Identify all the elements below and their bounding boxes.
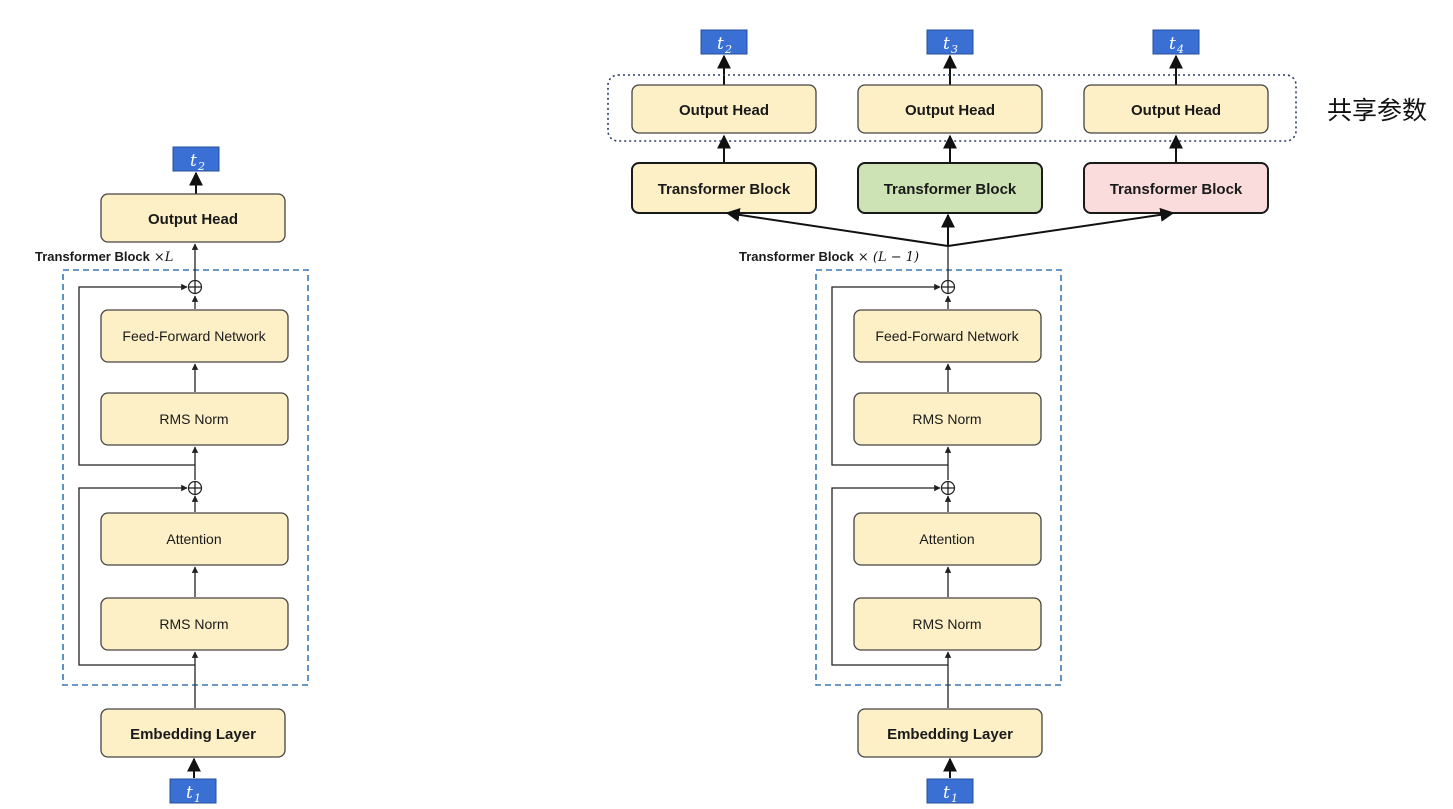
right-token-0: t 2 <box>700 29 748 56</box>
left-output-head: Output Head <box>100 193 286 243</box>
right-embedding-label: Embedding Layer <box>887 726 1013 743</box>
right-rms-norm-bottom: RMS Norm <box>853 597 1042 651</box>
right-rms-norm-bottom-label: RMS Norm <box>912 616 981 632</box>
left-ffn-label: Feed-Forward Network <box>122 328 266 344</box>
shared-params-label: 共享参数 <box>1327 96 1427 125</box>
right-ffn-label: Feed-Forward Network <box>875 328 1019 344</box>
left-ffn: Feed-Forward Network <box>100 309 289 363</box>
shared-params-frame <box>607 74 1297 142</box>
right-diagram: t 2 t 3 t 4 共享参数 Output Head Output Head <box>607 29 1427 805</box>
right-block-caption: Transformer Block× (L − 1) <box>739 249 919 265</box>
right-token-2-letter: t <box>1169 34 1176 54</box>
left-output-token-sub: 2 <box>197 160 205 173</box>
right-add-circle-bottom <box>940 480 956 496</box>
right-input-token-sub: 1 <box>951 792 958 805</box>
left-input-token-sub: 1 <box>194 792 201 805</box>
left-attention: Attention <box>100 512 289 566</box>
left-rms-norm-bottom: RMS Norm <box>100 597 289 651</box>
right-token-1-sub: 3 <box>951 43 958 56</box>
right-output-head-1: Output Head <box>857 84 1043 134</box>
right-input-token: t 1 <box>926 778 974 805</box>
left-embedding: Embedding Layer <box>100 708 286 758</box>
right-attention: Attention <box>853 512 1042 566</box>
right-rms-norm-top-label: RMS Norm <box>912 411 981 427</box>
right-transformer-block-1: Transformer Block <box>857 162 1043 214</box>
left-add-circle-bottom <box>187 480 203 496</box>
right-transformer-block-2-label: Transformer Block <box>1110 181 1243 198</box>
right-output-head-0: Output Head <box>631 84 817 134</box>
left-embedding-label: Embedding Layer <box>130 726 256 743</box>
left-output-token: t 2 <box>172 146 220 173</box>
left-input-token: t 1 <box>169 778 217 805</box>
left-output-head-label: Output Head <box>148 211 238 228</box>
right-input-token-letter: t <box>943 783 950 803</box>
right-output-head-2: Output Head <box>1083 84 1269 134</box>
right-token-1-letter: t <box>943 34 950 54</box>
right-rms-norm-top: RMS Norm <box>853 392 1042 446</box>
right-output-head-0-label: Output Head <box>679 102 769 119</box>
right-token-1: t 3 <box>926 29 974 56</box>
right-output-head-2-label: Output Head <box>1131 102 1221 119</box>
left-rms-norm-top: RMS Norm <box>100 392 289 446</box>
left-block-frame <box>62 269 309 686</box>
right-transformer-block-0: Transformer Block <box>631 162 817 214</box>
right-token-0-sub: 2 <box>724 43 732 56</box>
right-transformer-block-1-label: Transformer Block <box>884 181 1017 198</box>
left-input-token-letter: t <box>186 783 193 803</box>
right-token-0-letter: t <box>717 34 724 54</box>
right-embedding: Embedding Layer <box>857 708 1043 758</box>
right-add-circle-top <box>940 279 956 295</box>
left-add-circle-top <box>187 279 203 295</box>
right-output-head-1-label: Output Head <box>905 102 995 119</box>
right-token-2: t 4 <box>1152 29 1200 56</box>
right-token-2-sub: 4 <box>1176 43 1184 56</box>
right-attention-label: Attention <box>919 531 974 547</box>
right-transformer-block-2: Transformer Block <box>1083 162 1269 214</box>
left-rms-norm-top-label: RMS Norm <box>159 411 228 427</box>
right-transformer-block-0-label: Transformer Block <box>658 181 791 198</box>
left-output-token-letter: t <box>190 151 197 171</box>
left-attention-label: Attention <box>166 531 221 547</box>
right-block-frame <box>815 269 1062 686</box>
left-rms-norm-bottom-label: RMS Norm <box>159 616 228 632</box>
left-diagram: t 2 Output Head Transformer Block×L <box>35 146 309 805</box>
left-block-caption: Transformer Block×L <box>35 249 173 265</box>
right-ffn: Feed-Forward Network <box>853 309 1042 363</box>
